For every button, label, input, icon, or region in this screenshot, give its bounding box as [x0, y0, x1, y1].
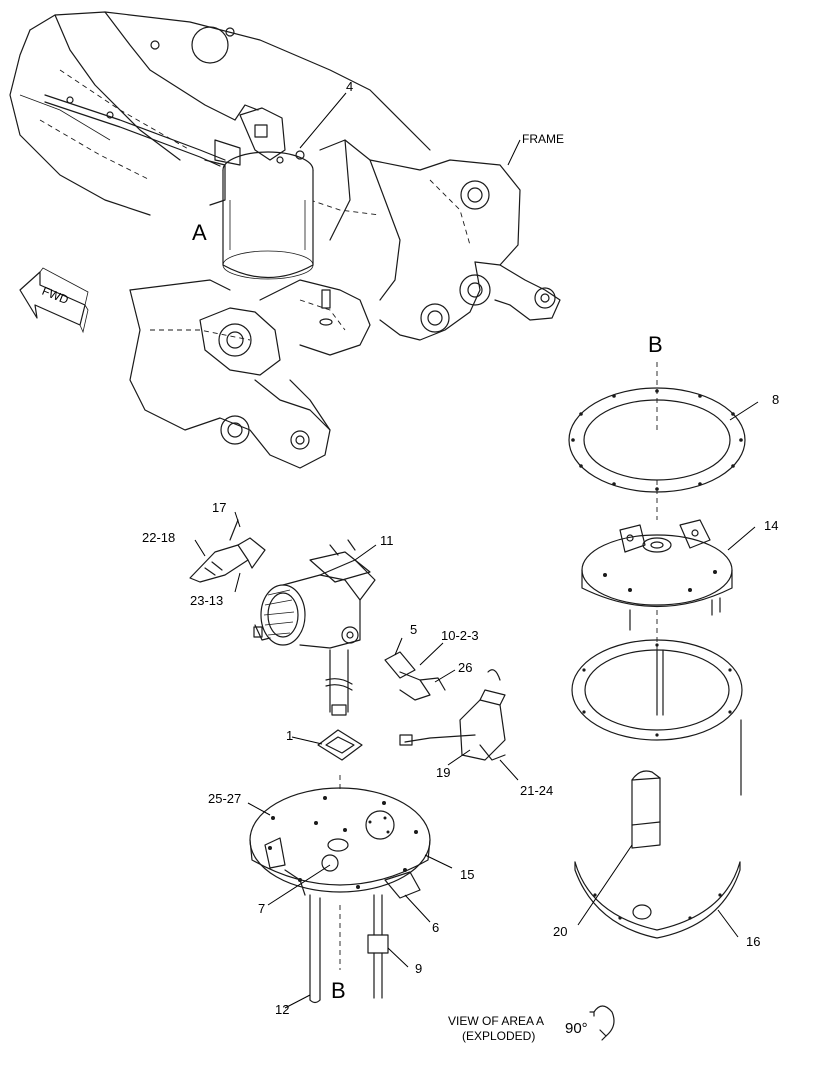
fwd-arrow-icon	[19, 267, 89, 334]
fwd-label: FWD	[40, 284, 71, 307]
callout-6: 6	[432, 920, 439, 935]
callout-15: 15	[460, 867, 474, 882]
callout-8: 8	[772, 392, 779, 407]
callout-7: 7	[258, 901, 265, 916]
callout-26: 26	[458, 660, 472, 675]
callout-9: 9	[415, 961, 422, 976]
callout-5: 5	[410, 622, 417, 637]
callout-1: 1	[286, 728, 293, 743]
section-b-bottom-label: B	[331, 978, 346, 1003]
machine-frame-drawing	[9, 11, 561, 469]
view-caption-line1: VIEW OF AREA A	[448, 1014, 544, 1028]
rotation-arrow-icon	[589, 1005, 615, 1041]
callout-12: 12	[275, 1002, 289, 1017]
callout-25-27: 25-27	[208, 791, 241, 806]
callout-22-18: 22-18	[142, 530, 175, 545]
section-b-top-label: B	[648, 332, 663, 357]
area-a-label: A	[192, 220, 207, 245]
callout-21-24: 21-24	[520, 783, 553, 798]
callout-20: 20	[553, 924, 567, 939]
rotation-label: 90°	[565, 1020, 588, 1037]
diagram-labels: 4 FRAME A FWD B 8 17 14 22-18 11 23-13 5…	[40, 79, 779, 1043]
frame-label: FRAME	[522, 132, 564, 146]
callout-4: 4	[346, 79, 353, 94]
callout-10-2-3: 10-2-3	[441, 628, 479, 643]
right-exploded-parts	[568, 362, 746, 939]
callout-11: 11	[380, 533, 394, 548]
view-caption-line2: (EXPLODED)	[462, 1029, 535, 1043]
pump-assembly-drawing	[189, 511, 615, 1041]
gasket-holes	[571, 389, 743, 491]
callout-14: 14	[764, 518, 778, 533]
callout-17: 17	[212, 500, 226, 515]
callout-leaders	[247, 401, 759, 1009]
callout-23-13: 23-13	[190, 593, 223, 608]
callout-16: 16	[746, 934, 760, 949]
callout-19: 19	[436, 765, 450, 780]
